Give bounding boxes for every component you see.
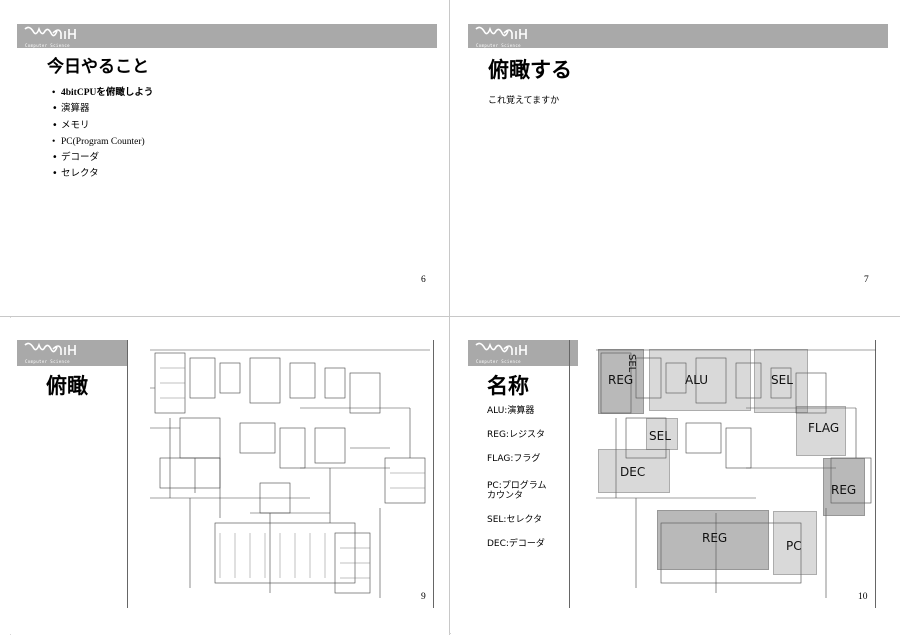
logo-caption: Computer Science: [25, 43, 70, 48]
sel-block: [754, 349, 808, 413]
block-label: REG: [702, 531, 728, 545]
alu-block: [649, 349, 751, 411]
logo-icon: [474, 25, 534, 43]
name-item: SEL:セレクタ: [487, 515, 543, 525]
reg-block-right: [823, 458, 865, 516]
slide-10: Computer Science 名称 ALU:演算器 REG:レジスタ FLA…: [451, 318, 900, 634]
dec-block: [598, 449, 670, 493]
sel-block-small: [646, 418, 678, 450]
block-label: REG: [608, 373, 634, 387]
block-label: DEC: [620, 465, 646, 479]
slide-title: 俯瞰: [46, 374, 88, 398]
circuit-diagram: [596, 349, 876, 598]
slide-title: 今日やること: [47, 57, 149, 77]
header-band: Computer Science: [468, 340, 578, 366]
slide-6: Computer Science 今日やること 4bitCPUを俯瞰しよう 演算…: [0, 0, 449, 316]
name-list: ALU:演算器 REG:レジスタ FLAG:フラグ PC:プログラム カウンタ …: [487, 406, 546, 563]
bullet-list: 4bitCPUを俯瞰しよう 演算器 メモリ PC(Program Counter…: [52, 86, 153, 184]
list-item: メモリ: [52, 119, 153, 135]
reg-block-bottom: [657, 510, 769, 570]
block-label: ALU: [685, 373, 709, 387]
logo-caption: Computer Science: [476, 359, 521, 364]
bottom-border: [0, 633, 900, 634]
list-item: 演算器: [52, 102, 153, 118]
block-label: PC: [786, 539, 802, 553]
slide-title: 俯瞰する: [488, 58, 572, 82]
right-divider: [433, 340, 434, 608]
name-item: PC:プログラム: [487, 481, 547, 491]
left-divider: [569, 340, 570, 608]
list-item: デコーダ: [52, 151, 153, 167]
slide-text: これ覚えてますか: [488, 96, 560, 106]
name-item: ALU:演算器: [487, 406, 535, 416]
page-number: 10: [858, 592, 868, 602]
pc-block: [773, 511, 817, 575]
flag-block: [796, 406, 846, 456]
name-item: DEC:デコーダ: [487, 539, 545, 549]
block-label: FLAG: [808, 421, 840, 435]
block-label: SEL: [649, 429, 671, 443]
logo-icon: [474, 341, 534, 359]
logo-icon: [23, 25, 83, 43]
page-number: 6: [421, 275, 426, 285]
block-label: SEL: [771, 373, 793, 387]
header-band: Computer Science: [17, 24, 437, 48]
header-band: Computer Science: [468, 24, 888, 48]
header-band: Computer Science: [17, 340, 127, 366]
row-divider: [0, 316, 900, 317]
page-number: 9: [421, 592, 426, 602]
slide-9: Computer Science 俯瞰 9: [0, 318, 449, 634]
name-item: カウンタ: [487, 491, 524, 501]
page-number: 7: [864, 275, 869, 285]
right-divider: [875, 340, 876, 608]
list-item: セレクタ: [52, 167, 153, 183]
reg-block: [598, 349, 644, 414]
slide-7: Computer Science 俯瞰する これ覚えてますか 7: [451, 0, 900, 316]
block-label: REG: [831, 483, 857, 497]
name-item: FLAG:フラグ: [487, 454, 541, 464]
list-item: 4bitCPUを俯瞰しよう: [52, 86, 153, 102]
logo-caption: Computer Science: [25, 359, 70, 364]
logo-icon: [23, 341, 83, 359]
left-divider: [127, 340, 128, 608]
page-edge: [10, 0, 11, 635]
slide-title: 名称: [487, 374, 529, 398]
block-label-vertical: SEL: [626, 354, 637, 373]
logo-caption: Computer Science: [476, 43, 521, 48]
list-item: PC(Program Counter): [52, 135, 153, 151]
name-item: REG:レジスタ: [487, 430, 545, 440]
column-divider: [449, 0, 450, 635]
circuit-diagram: [150, 349, 430, 598]
